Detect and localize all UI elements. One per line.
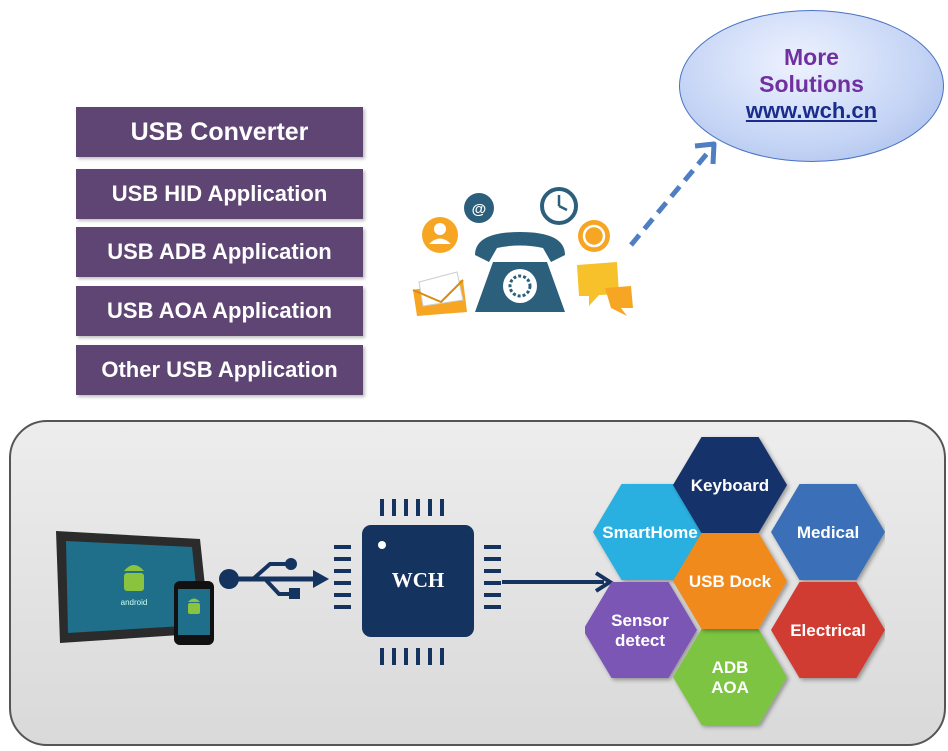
hex-adb-aoa-label: ADB [712,658,749,677]
telephone-icon [475,232,565,312]
hex-smarthome-label: SmartHome [602,523,697,542]
hex-usb-dock: USB Dock [673,533,787,629]
bubble-line1: More [784,44,839,70]
bubble-line2: Solutions [759,71,864,97]
hex-keyboard-label: Keyboard [691,476,769,495]
chip-label: WCH [392,568,445,592]
menu-other-usb-application[interactable]: Other USB Application [76,345,363,395]
user-icon [422,217,458,253]
usb-icon [219,558,329,599]
wch-chip: WCH [334,499,501,665]
hex-keyboard-shape [673,437,787,533]
hex-usb-dock-shape [673,533,787,629]
menu-usb-adb-application[interactable]: USB ADB Application [76,227,363,277]
at-icon: @ [464,193,494,223]
diagram-panel [9,420,946,746]
hex-medical: Medical [771,484,885,580]
hex-sensor-detect-label: detect [615,631,665,650]
hex-sensor-detect-label: Sensor [611,611,669,630]
hex-electrical-label: Electrical [790,621,866,640]
hex-smarthome-shape [593,484,707,580]
android-devices: android [56,531,214,645]
hex-electrical: Electrical [771,582,885,678]
phone-icon [174,581,214,645]
dashed-arrow [629,148,712,247]
hex-electrical-shape [771,582,885,678]
android-icon [124,565,144,591]
svg-text:@: @ [472,201,487,218]
chat-icon [577,262,633,316]
hex-smarthome: SmartHome [593,484,707,580]
phone-circle-icon [578,220,610,252]
menu-usb-aoa-application[interactable]: USB AOA Application [76,286,363,336]
hex-sensor-detect-shape [585,582,697,678]
envelope-icon [412,271,467,316]
hex-adb-aoa-label: AOA [711,678,749,697]
website-link[interactable]: www.wch.cn [745,98,878,123]
output-arrow [502,571,614,593]
menu-usb-hid-application[interactable]: USB HID Application [76,169,363,219]
tablet-icon: android [56,531,210,643]
hex-adb-aoa-shape [673,629,787,725]
tablet-brand-label: android [121,598,148,607]
clock-icon [540,187,578,225]
dashed-arrow-head [694,141,717,165]
hex-medical-shape [771,484,885,580]
hex-keyboard: Keyboard [673,437,787,533]
menu-usb-converter[interactable]: USB Converter [76,107,363,157]
hex-medical-label: Medical [797,523,859,542]
more-solutions-bubble: More Solutions www.wch.cn [679,10,944,162]
hex-usb-dock-label: USB Dock [689,572,772,591]
contact-icons: @ [412,141,717,316]
